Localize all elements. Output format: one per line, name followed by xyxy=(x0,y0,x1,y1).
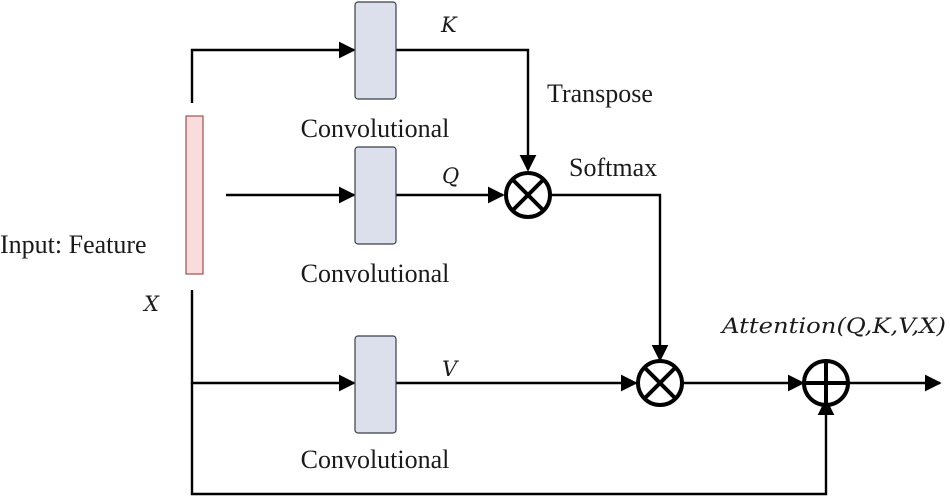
input-label: Input: Feature xyxy=(0,230,147,259)
k-label: K xyxy=(440,13,458,37)
attention-label: Attention(Q,K,V,X) xyxy=(720,314,946,338)
conv-label-k: Convolutional xyxy=(301,114,450,143)
k-to-multiply xyxy=(396,48,537,172)
arrow-to-conv-k xyxy=(190,41,356,103)
softmax-label: Softmax xyxy=(569,153,657,182)
residual-connection xyxy=(190,383,835,496)
v-label: V xyxy=(442,357,459,381)
input-symbol: X xyxy=(142,292,160,316)
conv-label-q: Convolutional xyxy=(301,259,450,288)
conv-block-q xyxy=(354,146,397,245)
multiply-icon xyxy=(504,171,552,219)
add-icon xyxy=(802,359,850,407)
conv-block-v xyxy=(354,335,397,434)
softmax-to-multiply xyxy=(552,193,669,362)
connectors xyxy=(190,41,942,496)
transpose-label: Transpose xyxy=(547,79,653,108)
conv-block-k xyxy=(354,1,397,100)
input-feature-bar xyxy=(185,115,204,275)
multiply-icon xyxy=(636,359,684,407)
arrow-to-conv-v xyxy=(190,290,356,392)
conv-label-v: Convolutional xyxy=(301,445,450,474)
q-label: Q xyxy=(442,164,459,188)
